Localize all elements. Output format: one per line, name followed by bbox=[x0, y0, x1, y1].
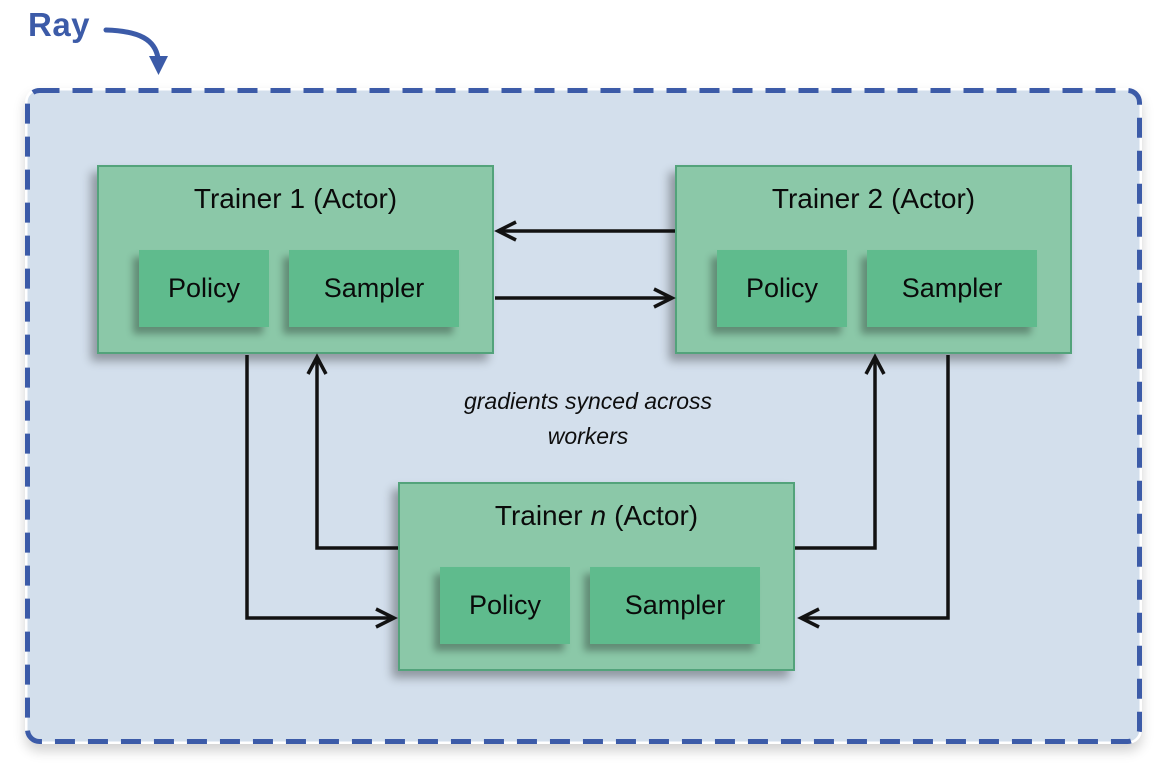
trainer-n-policy-module: Policy bbox=[440, 567, 570, 644]
ray-pointer-arrow-icon bbox=[103, 27, 168, 75]
trainer-2-policy-module: Policy bbox=[717, 250, 847, 327]
trainer-title-prefix: Trainer bbox=[494, 500, 583, 531]
sync-annotation-line2: workers bbox=[547, 423, 629, 449]
trainer-title-index: 2 bbox=[867, 183, 884, 214]
trainer-n-sampler-module: Sampler bbox=[590, 567, 760, 644]
sync-annotation: gradients synced across workers bbox=[388, 384, 788, 454]
trainer-title-suffix: (Actor) bbox=[313, 183, 398, 214]
trainer-title-index: n bbox=[590, 500, 607, 531]
trainer-2-sampler-module: Sampler bbox=[867, 250, 1037, 327]
trainer-title-suffix: (Actor) bbox=[891, 183, 976, 214]
sync-annotation-line1: gradients synced across bbox=[463, 388, 712, 414]
trainer-title-suffix: (Actor) bbox=[614, 500, 699, 531]
trainer-title-prefix: Trainer bbox=[771, 183, 860, 214]
ray-label: Ray bbox=[28, 6, 91, 43]
trainer-1-sampler-module: Sampler bbox=[289, 250, 459, 327]
trainer-title-prefix: Trainer bbox=[193, 183, 282, 214]
trainer-1-policy-module: Policy bbox=[139, 250, 269, 327]
trainer-title-index: 1 bbox=[289, 183, 306, 214]
